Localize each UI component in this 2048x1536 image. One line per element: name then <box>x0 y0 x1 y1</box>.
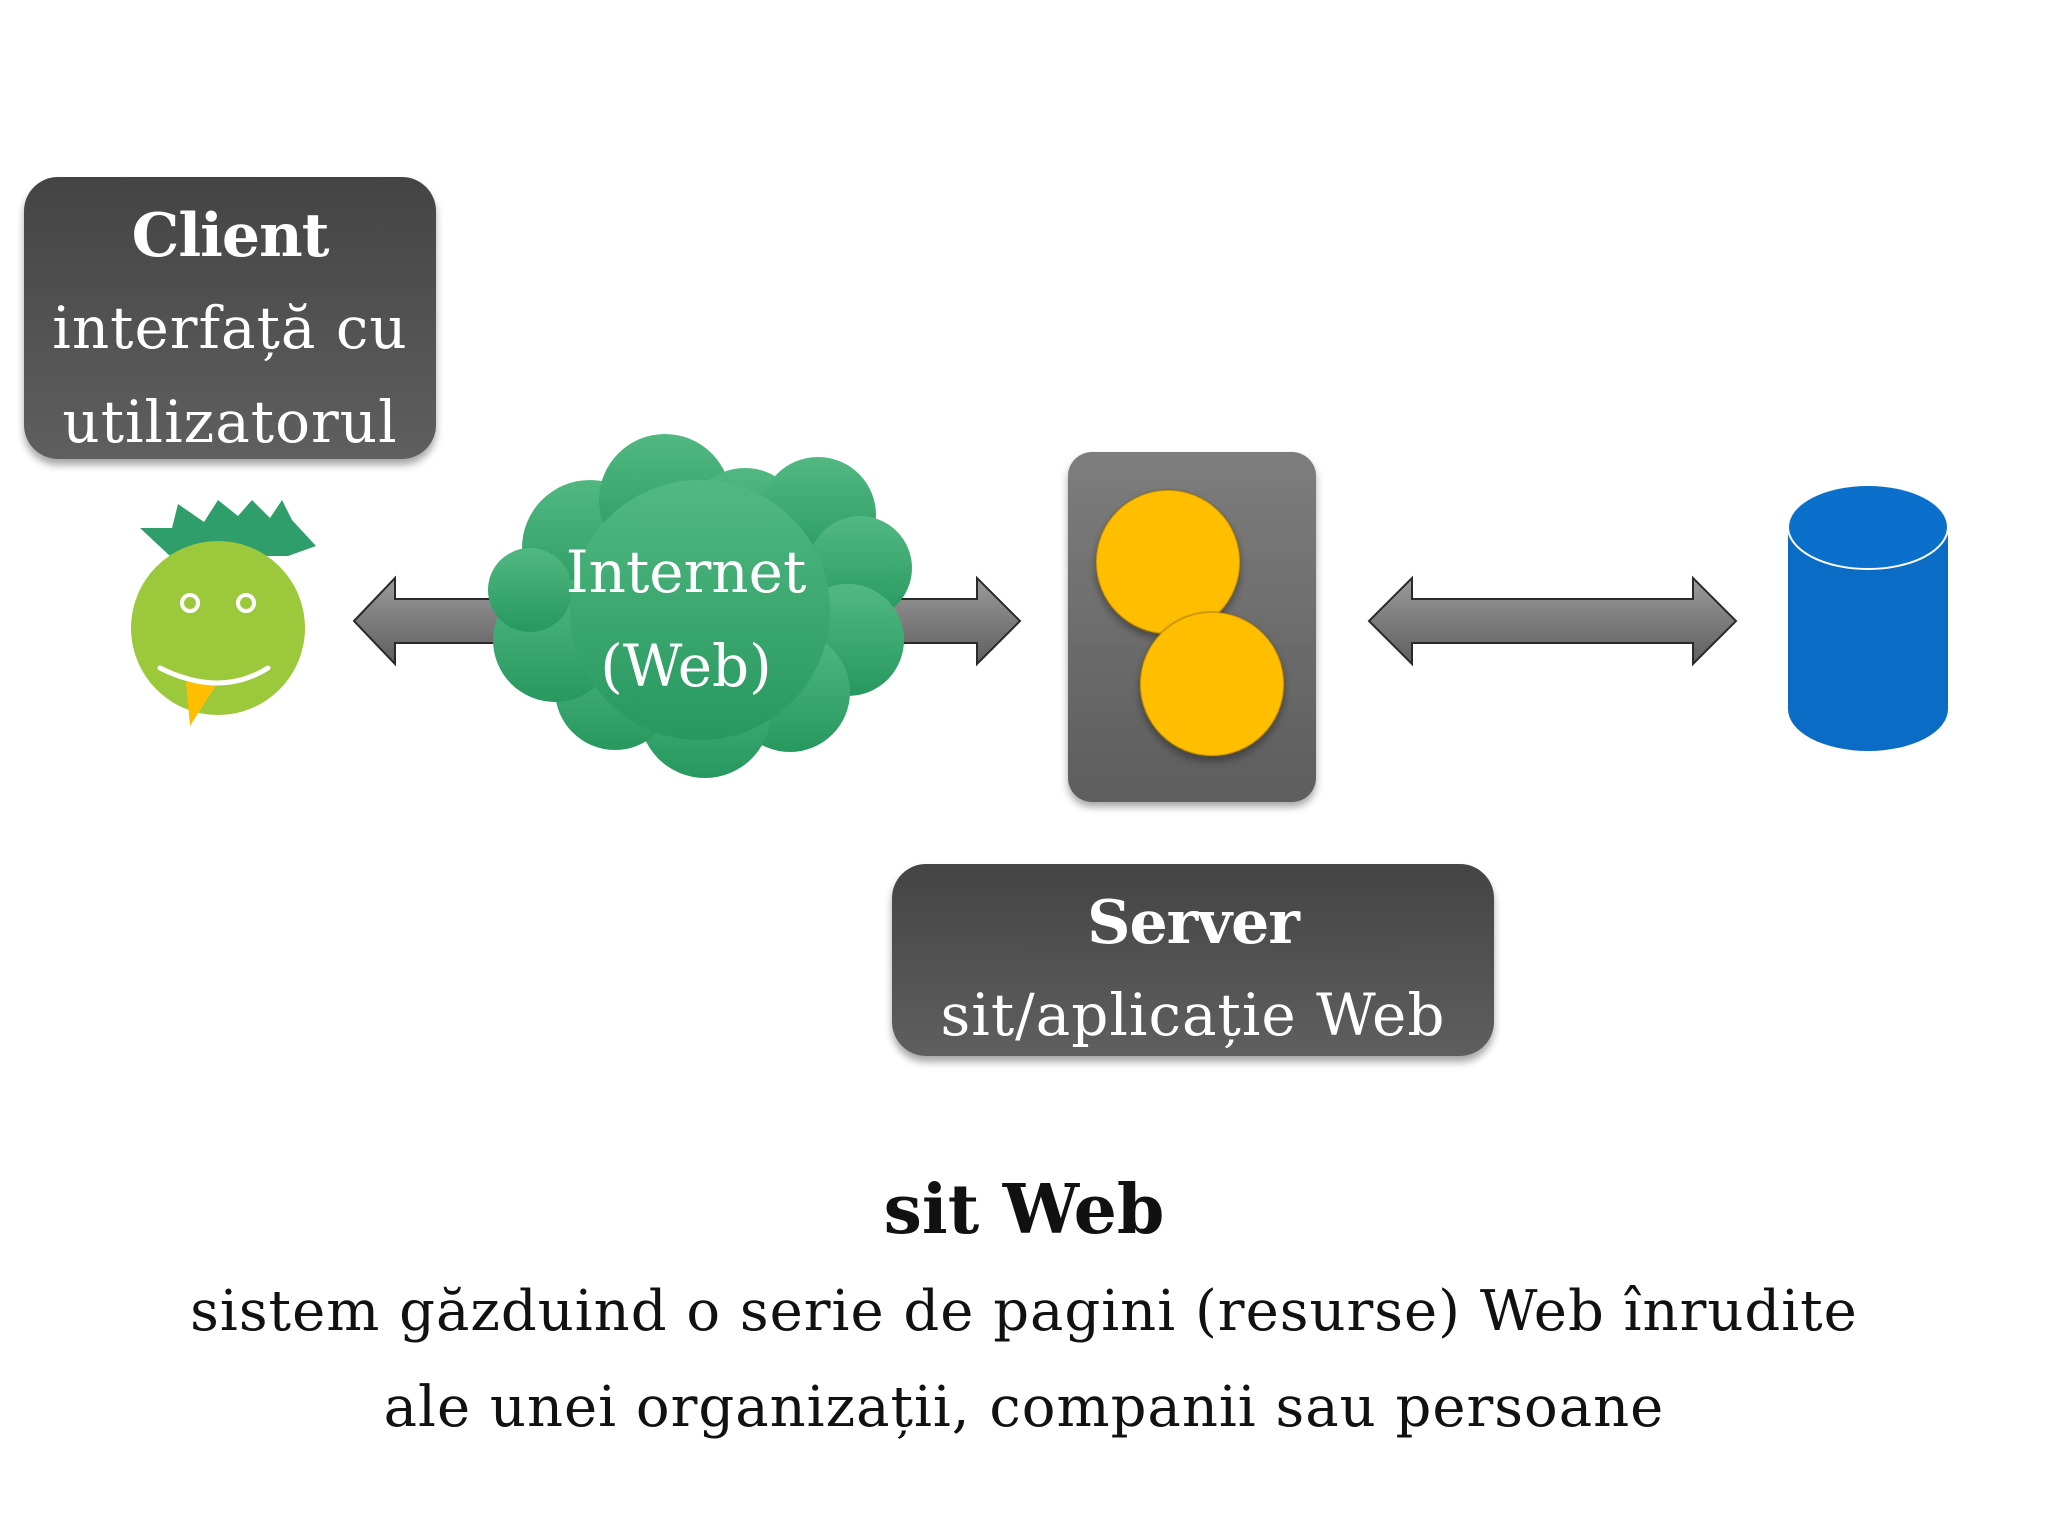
server-label-box: Server sit/aplicație Web <box>892 864 1494 1056</box>
smiley-face-icon <box>131 500 316 726</box>
cloud-label-line2: (Web) <box>600 632 772 700</box>
server-title: Server <box>1087 888 1300 958</box>
server-desc: sit/aplicație Web <box>940 981 1446 1049</box>
client-desc-line2: utilizatorul <box>62 388 398 456</box>
client-label-box: Client interfață cu utilizatorul <box>24 177 436 459</box>
cloud-label-line1: Internet <box>566 538 807 606</box>
database-cylinder-icon <box>1787 484 1949 751</box>
server-icon <box>1068 452 1316 802</box>
caption-line-2: ale unei organizații, companii sau perso… <box>383 1375 1665 1440</box>
caption-line-1: sistem găzduind o serie de pagini (resur… <box>190 1279 1858 1344</box>
face <box>131 541 305 715</box>
right-eye <box>236 593 256 613</box>
cloud-icon <box>488 434 912 778</box>
fang <box>186 682 218 726</box>
caption-title: sit Web <box>883 1170 1165 1250</box>
client-desc-line1: interfață cu <box>52 294 408 362</box>
left-eye <box>180 593 200 613</box>
client-title: Client <box>131 201 330 271</box>
mouth <box>157 665 271 686</box>
hair-spikes <box>140 500 316 556</box>
server-database-arrow <box>1367 575 1738 667</box>
